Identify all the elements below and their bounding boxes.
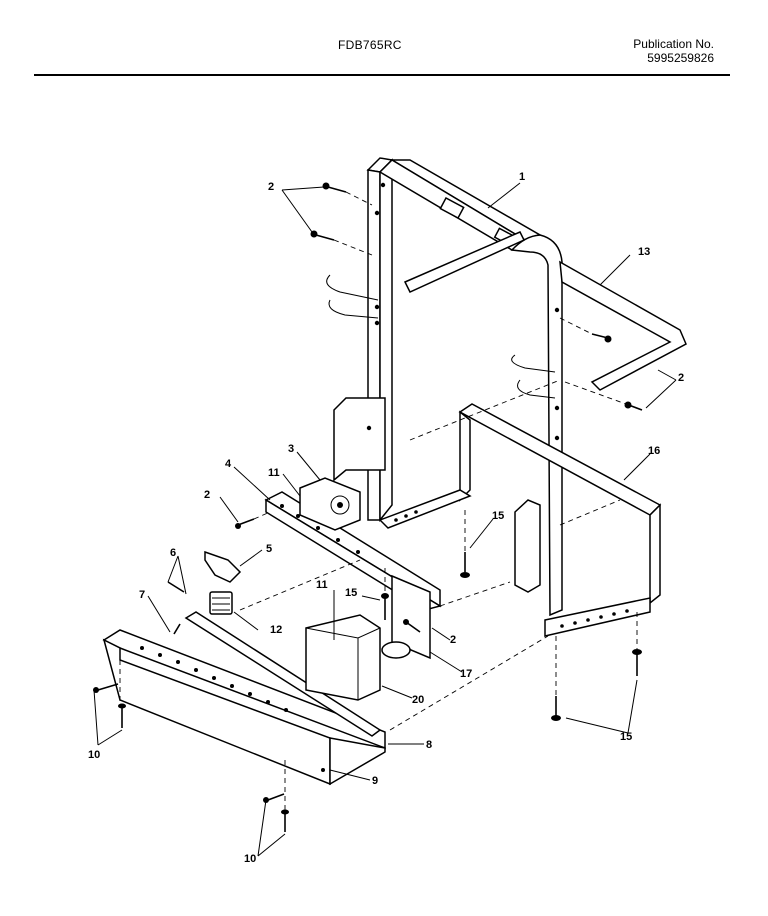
support-arm — [559, 260, 687, 391]
callout-10: 10 — [244, 853, 256, 865]
callout-20: 20 — [412, 694, 424, 706]
kick-plate — [102, 611, 386, 786]
publication-number: 5995259826 — [647, 51, 714, 65]
model-number: FDB765RC — [338, 38, 402, 52]
callout-1: 1 — [519, 171, 525, 183]
callout-3: 3 — [288, 443, 294, 455]
header-rule — [34, 74, 730, 76]
callout-12: 12 — [270, 624, 282, 636]
callout-labels: 2 1 13 2 3 4 11 2 16 15 6 5 7 11 15 12 2… — [88, 171, 684, 865]
assembly-lines — [119, 191, 638, 812]
publication-label: Publication No. — [633, 37, 714, 51]
callout-11: 11 — [316, 579, 328, 591]
callout-5: 5 — [266, 543, 272, 555]
callout-2: 2 — [450, 634, 456, 646]
callout-17: 17 — [460, 668, 472, 680]
callout-2: 2 — [678, 372, 684, 384]
switch-assembly — [204, 550, 242, 615]
callout-13: 13 — [638, 246, 650, 258]
callout-2: 2 — [268, 181, 274, 193]
leader-lines — [93, 182, 677, 857]
callout-16: 16 — [648, 445, 660, 457]
callout-15: 15 — [345, 587, 357, 599]
callout-7: 7 — [139, 589, 145, 601]
screws — [93, 182, 643, 832]
front-panel-assembly — [264, 477, 442, 660]
callout-11: 11 — [268, 467, 280, 479]
base-frame — [378, 403, 662, 637]
callout-15: 15 — [492, 510, 504, 522]
callout-15: 15 — [620, 731, 632, 743]
callout-9: 9 — [372, 775, 378, 787]
callout-4: 4 — [225, 458, 232, 470]
box-component — [305, 614, 381, 701]
upper-frame — [333, 157, 563, 617]
callout-2: 2 — [204, 489, 210, 501]
callout-10: 10 — [88, 749, 100, 761]
callout-6: 6 — [170, 547, 176, 559]
publication-block: Publication No. 5995259826 — [600, 37, 714, 65]
callout-8: 8 — [426, 739, 432, 751]
